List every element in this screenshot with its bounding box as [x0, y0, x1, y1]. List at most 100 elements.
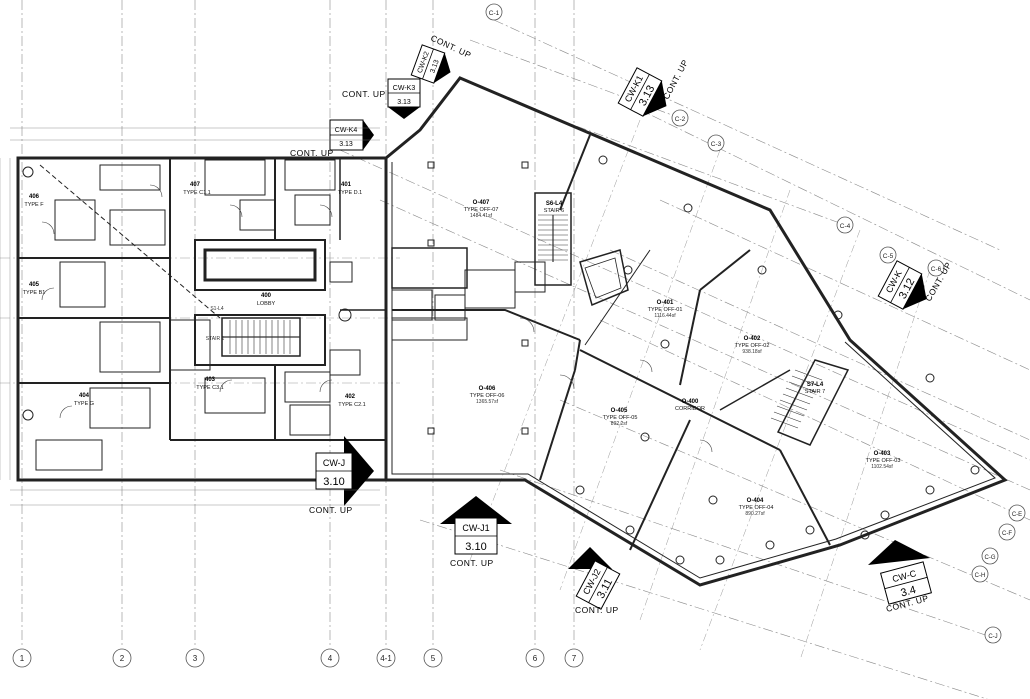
diagonal-grid-lines — [339, 19, 1030, 699]
o406-area: 1365.57sf — [476, 399, 499, 405]
o402-type: TYPE OFF-02 — [735, 343, 770, 349]
stair-7-number: S7-L4 — [807, 382, 824, 388]
cw-j-note: CONT. UP — [309, 505, 353, 515]
grid-label-4-1: 4-1 — [380, 654, 392, 663]
grid-label-c1: C-1 — [489, 10, 500, 17]
stair-6-label: STAIR 6 — [544, 208, 564, 214]
o404-area: 890.27sf — [745, 511, 765, 517]
o406-type: TYPE OFF-06 — [470, 393, 505, 399]
cw-j-sheet: 3.10 — [323, 476, 344, 488]
grid-label-7: 7 — [572, 654, 577, 663]
grid-label-5: 5 — [431, 654, 436, 663]
callout-cw-k2[interactable]: CW-K2 3.13 — [410, 44, 456, 87]
office-wing — [384, 76, 1008, 587]
o402-area: 938.18sf — [742, 349, 762, 355]
cw-j2-note: CONT. UP — [575, 605, 619, 615]
lobby-label: LOBBY — [257, 301, 276, 307]
grid-label-c5: C-5 — [883, 253, 894, 260]
callout-cw-k[interactable]: CW-K 3.12 — [877, 260, 936, 317]
callout-cw-k1[interactable]: CW-K1 3.13 — [617, 67, 676, 124]
o400-number: O-400 — [682, 399, 699, 405]
o400-type: CORRIDOR — [675, 406, 705, 412]
room-401-number: 401 — [341, 182, 352, 188]
cw-k4-code: CW-K4 — [335, 127, 358, 134]
stair-7-treads — [770, 369, 823, 429]
stair-7-label: STAIR 7 — [805, 389, 825, 395]
grid-label-3: 3 — [193, 654, 198, 663]
callout-cw-j1[interactable]: CW-J1 3.10 CONT. UP — [440, 496, 512, 568]
grid-label-6: 6 — [533, 654, 538, 663]
o401-number: O-401 — [657, 300, 674, 306]
o403-type: TYPE OFF-03 — [866, 458, 901, 464]
o403-number: O-403 — [874, 451, 891, 457]
callout-cw-k3[interactable]: CW-K3 3.13 CONT. UP — [342, 78, 421, 119]
callout-cw-j[interactable]: CW-J 3.10 CONT. UP — [309, 436, 374, 515]
cw-c-sheet: 3.4 — [899, 584, 917, 600]
cw-k2-sheet: 3.13 — [429, 59, 440, 74]
room-406-type: TYPE F — [24, 202, 44, 208]
stair-1-label: STAIR 1 — [206, 336, 225, 342]
grid-label-4: 4 — [328, 654, 333, 663]
o405-area: 892.2sf — [611, 421, 628, 427]
perimeter-columns — [575, 155, 980, 565]
o401-type: TYPE OFF-01 — [648, 307, 683, 313]
stair-6-treads — [538, 214, 568, 262]
o401-area: 1116.44sf — [654, 313, 676, 319]
room-406-number: 406 — [29, 194, 40, 200]
room-405-number: 405 — [29, 282, 40, 288]
grid-label-2: 2 — [120, 654, 125, 663]
cw-j1-note: CONT. UP — [450, 558, 494, 568]
o407-number: O-407 — [473, 200, 490, 206]
cw-k3-code: CW-K3 — [393, 85, 416, 92]
o405-type: TYPE OFF-05 — [603, 415, 638, 421]
cw-j-code: CW-J — [323, 458, 345, 468]
cw-k3-sheet: 3.13 — [397, 99, 411, 106]
grid-label-c2: C-2 — [675, 116, 686, 123]
cw-k4-sheet: 3.13 — [339, 141, 353, 148]
residential-wing — [16, 156, 388, 482]
o404-number: O-404 — [747, 498, 764, 504]
callout-cw-k4[interactable]: CW-K4 3.13 CONT. UP — [290, 119, 374, 158]
o407-type: TYPE OFF-07 — [464, 207, 499, 213]
grid-label-cf: C-F — [1002, 531, 1012, 537]
grid-label-cg: C-G — [985, 555, 996, 561]
stair-6-number: S6-L4 — [546, 201, 563, 207]
grid-label-ch: C-H — [975, 573, 986, 579]
room-401-type: TYPE D.1 — [338, 190, 362, 196]
room-403-number: 403 — [205, 377, 216, 383]
o406-number: O-406 — [479, 386, 496, 392]
horizontal-grid-lines — [0, 257, 400, 384]
room-402-number: 402 — [345, 394, 356, 400]
stair-1-treads — [222, 320, 300, 354]
o405-number: O-405 — [611, 408, 628, 414]
grid-label-ce: C-E — [1012, 512, 1022, 518]
room-403-type: TYPE C3.1 — [196, 385, 224, 391]
door-swings — [41, 184, 713, 453]
cw-k4-note: CONT. UP — [290, 148, 334, 158]
grid-label-cj: C-J — [988, 634, 997, 640]
grid-label-1: 1 — [20, 654, 25, 663]
grid-bubbles-vertical — [12, 648, 584, 668]
room-404-type: TYPE G — [74, 401, 94, 407]
dimension-strings — [0, 127, 380, 506]
room-407-number: 407 — [190, 182, 201, 188]
callout-cw-c[interactable]: CW-C 3.4 CONT. UP — [868, 540, 933, 614]
room-402-type: TYPE C2.1 — [338, 402, 366, 408]
cw-j1-sheet: 3.10 — [465, 541, 486, 553]
grid-label-c3: C-3 — [711, 141, 722, 148]
o404-type: TYPE OFF-04 — [739, 505, 774, 511]
o403-area: 1102.54sf — [871, 464, 893, 470]
o402-number: O-402 — [744, 336, 761, 342]
room-404-number: 404 — [79, 393, 90, 399]
stair-1-number: S1-L4 — [210, 306, 224, 312]
grid-bubbles-diagonal — [485, 3, 1026, 644]
cw-j1-code: CW-J1 — [462, 523, 489, 533]
lobby-number: 400 — [261, 293, 272, 299]
room-407-type: TYPE C1.1 — [183, 190, 211, 196]
cw-k3-note: CONT. UP — [342, 89, 386, 99]
grid-label-c4: C-4 — [840, 223, 851, 230]
o407-area: 1484.41sf — [470, 213, 493, 219]
grid-label-c6: C-6 — [931, 266, 942, 273]
room-405-type: TYPE B1 — [23, 290, 46, 296]
